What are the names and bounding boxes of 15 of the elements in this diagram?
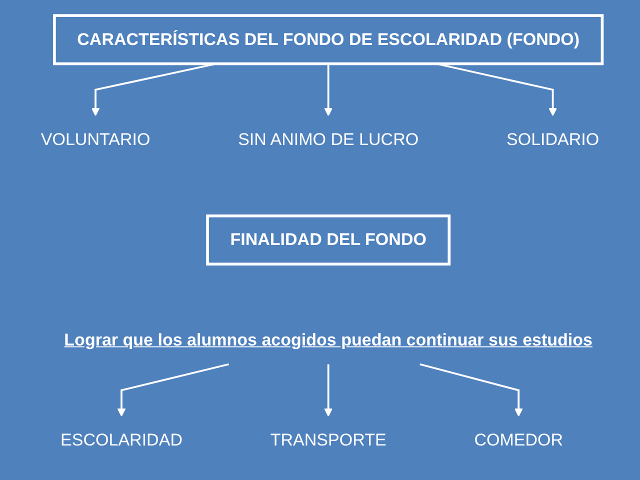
arrow bbox=[324, 364, 332, 417]
node-text: Lograr que los alumnos acogidos puedan continuar sus estudios bbox=[64, 330, 593, 350]
node-text: SIN ANIMO DE LUCRO bbox=[238, 130, 419, 149]
arrow bbox=[324, 64, 332, 116]
arrow bbox=[420, 363, 523, 417]
node-text: TRANSPORTE bbox=[270, 430, 386, 450]
node-text: SOLIDARIO bbox=[506, 130, 600, 149]
node-box: CARACTERÍSTICAS DEL FONDO DE ESCOLARIDAD (FONDO) bbox=[53, 14, 604, 66]
node-text: COMEDOR bbox=[474, 430, 564, 450]
node-text: ESCOLARIDAD bbox=[60, 430, 182, 450]
arrow bbox=[117, 363, 230, 417]
arrow bbox=[436, 62, 557, 116]
arrow bbox=[91, 62, 217, 116]
node-box: FINALIDAD DEL FONDO bbox=[206, 214, 451, 266]
node-text: VOLUNTARIO bbox=[40, 130, 150, 149]
